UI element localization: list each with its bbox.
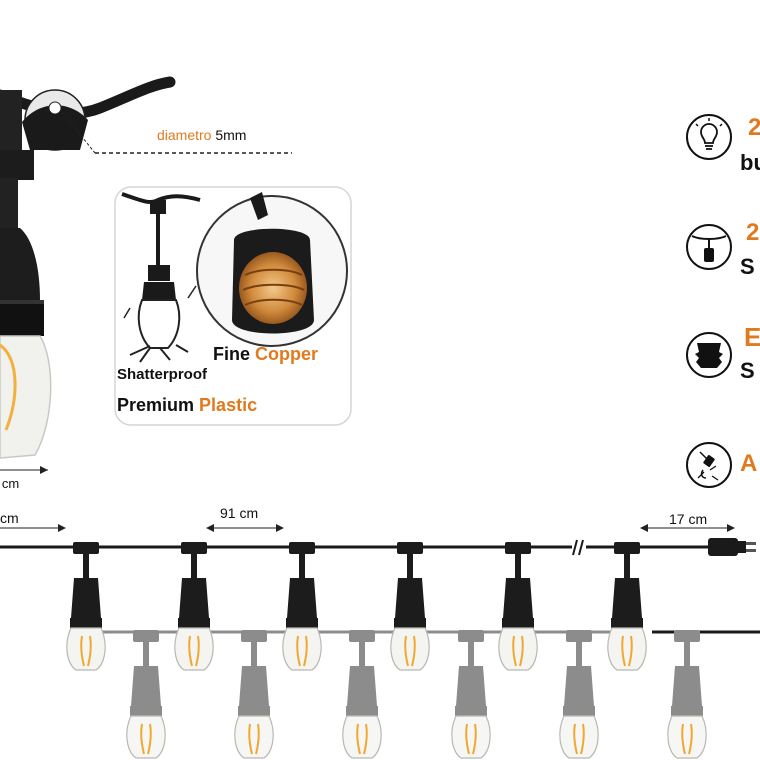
premium-word: Premium (117, 395, 195, 415)
black-bulb (498, 542, 538, 671)
grey-bulb (559, 630, 599, 759)
screw-base-icon (686, 332, 732, 378)
black-bulb (174, 542, 214, 671)
feature-3-line2: S (740, 358, 755, 383)
main-string (0, 538, 756, 556)
feature-1-line2: bu (740, 150, 760, 175)
grey-bulb (126, 630, 166, 759)
grey-bulb (234, 630, 274, 759)
feature-1-line1: 2 (748, 114, 760, 141)
feature-3-line1: E (744, 322, 760, 352)
diameter-word: diametro (157, 127, 212, 143)
black-bulb (66, 542, 106, 671)
bulb-icon (686, 114, 732, 160)
large-bulb (0, 76, 176, 474)
feature-2-line1: 2 (746, 219, 760, 246)
diameter-label: diametro 5mm (157, 127, 246, 143)
spacing-between-label: 91 cm (220, 505, 259, 521)
feature-2-line2: S (740, 254, 755, 279)
feature-4-line1: A (740, 450, 758, 477)
black-bulb (607, 542, 647, 671)
socket-icon (686, 224, 732, 270)
grey-bulb (342, 630, 382, 759)
grey-bulb (451, 630, 491, 759)
shatterproof-bulb-icon (686, 442, 732, 488)
premium-plastic-label: Premium Plastic (117, 395, 257, 416)
cable-cross-section (22, 89, 292, 154)
shatterproof-label: Shatterproof (117, 366, 207, 383)
fine-copper-label: Fine Copper (213, 344, 318, 365)
bulb-size-label: 6 cm (0, 476, 20, 491)
detail-inset (114, 186, 352, 426)
grey-bulb (667, 630, 707, 759)
spacing-left-label: cm (0, 510, 19, 526)
dimension-arrows (0, 524, 735, 532)
diameter-value: 5mm (215, 127, 247, 143)
black-bulb (390, 542, 430, 671)
plastic-word: Plastic (199, 395, 258, 415)
black-bulb (282, 542, 322, 671)
fine-word: Fine (213, 344, 251, 364)
copper-word: Copper (255, 344, 319, 364)
spacing-end-label: 17 cm (669, 511, 708, 527)
